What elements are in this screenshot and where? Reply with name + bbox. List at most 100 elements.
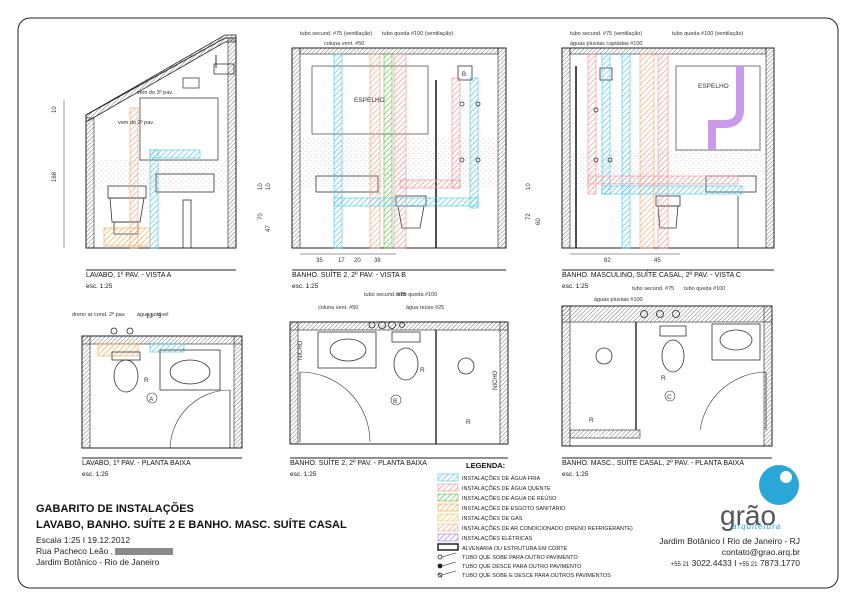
plan-c: tubo secund. #75 tubo queda #100 águas p… [561, 286, 773, 478]
svg-text:INSTALAÇÕES DE ÁGUA QUENTE: INSTALAÇÕES DE ÁGUA QUENTE [462, 485, 551, 492]
drawing-title: GABARITO DE INSTALAÇÕES [36, 503, 194, 515]
brand-tagline: arquitetura [732, 522, 782, 531]
legend-swatch-agua-reuso [437, 493, 459, 502]
scale-view-b: esc. 1:25 [292, 283, 319, 290]
scale-plan-c: esc. 1:25 [562, 471, 589, 478]
scale-view-c: esc. 1:25 [562, 283, 589, 290]
title-plan-c: BANHO. MASC., SUÍTE CASAL, 2º PAV. - PLA… [562, 458, 744, 467]
svg-text:NICHO: NICHO [298, 340, 304, 360]
svg-text:10: 10 [146, 314, 153, 320]
note-a-3pav: vem do 3º pav. [137, 89, 174, 96]
title-plan-b: BANHO. SUÍTE 2, 2º PAV. - PLANTA BAIXA [290, 458, 427, 467]
svg-text:47: 47 [266, 225, 272, 232]
note-b-tubo-queda: tubo queda #100 (ventilação) [382, 31, 453, 37]
sheet-border [17, 17, 839, 589]
svg-text:R: R [589, 417, 594, 424]
svg-text:45: 45 [654, 258, 661, 264]
plan-b: tubo secund. #75 tubo queda #100 coluna … [289, 292, 509, 478]
svg-text:17: 17 [338, 258, 345, 264]
label-espelho-c: ESPELHO [698, 83, 729, 90]
drawing-scale-date: Escala 1:25 I 19.12.2012 [36, 535, 131, 545]
view-c-elevation: ESPELHO tubo secund. #75 (ventilação) tu… [526, 31, 775, 290]
scale-plan-b: esc. 1:25 [290, 471, 317, 478]
note-c-aguas-pluviais: águas pluviais captadas #100 [570, 41, 642, 47]
svg-text:38: 38 [374, 258, 381, 264]
svg-text:tubo queda #100: tubo queda #100 [396, 292, 437, 298]
svg-text:NICHO: NICHO [493, 370, 499, 390]
svg-text:TUBO QUE DESCE PARA OUTRO PAVI: TUBO QUE DESCE PARA OUTRO PAVIMENTO [462, 564, 582, 570]
brand-name: grão [720, 500, 777, 531]
title-block: GABARITO DE INSTALAÇÕES LAVABO, BANHO. S… [36, 503, 396, 568]
legend-swatch-agua-fria [437, 473, 459, 482]
legend-symbol-alvenaria [437, 543, 459, 551]
svg-text:10: 10 [266, 183, 272, 190]
svg-text:B: B [462, 72, 466, 78]
svg-text:tubo queda #100: tubo queda #100 [684, 286, 725, 292]
svg-text:70: 70 [258, 213, 264, 220]
svg-text:ALVENARIA OU ESTRUTURA EM CORT: ALVENARIA OU ESTRUTURA EM CORTE [462, 546, 568, 552]
note-c-tubo-queda: tubo queda #100 (ventilação) [672, 31, 743, 37]
title-view-c: BANHO. MASCULINO, SUÍTE CASAL, 2º PAV. -… [562, 270, 741, 279]
svg-text:C: C [667, 394, 672, 401]
svg-text:INSTALAÇÕES ELÉTRICAS: INSTALAÇÕES ELÉTRICAS [462, 535, 533, 542]
legend-swatch-gas [437, 513, 459, 522]
dim-a-top: 10 [52, 106, 58, 113]
svg-text:R: R [466, 419, 471, 426]
legend-swatch-eletricas [437, 533, 459, 542]
scale-view-a: esc. 1:25 [86, 283, 113, 290]
svg-text:tubo secund. #75: tubo secund. #75 [632, 286, 674, 292]
svg-text:B: B [393, 398, 397, 405]
svg-text:60: 60 [536, 218, 542, 225]
title-view-a: LAVABO, 1º PAV. - VISTA A [86, 272, 172, 279]
svg-text:10: 10 [258, 183, 264, 190]
legend-symbol-desce [437, 561, 457, 569]
svg-text:TUBO QUE SOBE E DESCE PARA OUT: TUBO QUE SOBE E DESCE PARA OUTROS PAVIME… [462, 573, 611, 579]
note-c-tubo-secund: tubo secund. #75 (ventilação) [570, 31, 642, 37]
svg-text:R: R [144, 377, 149, 384]
svg-text:NICHO: NICHO [590, 433, 610, 439]
svg-text:R: R [420, 367, 425, 374]
drawing-subtitle: LAVABO, BANHO. SUÍTE 2 E BANHO. MASC. SU… [36, 519, 347, 531]
plan-a: dreno ar cond. 2º pav. água potável 10 5… [72, 311, 243, 478]
svg-text:5: 5 [158, 314, 162, 320]
svg-text:INSTALAÇÕES DE GÁS: INSTALAÇÕES DE GÁS [462, 515, 523, 522]
svg-text:20: 20 [354, 258, 361, 264]
note-plan-a-agua: água potável [137, 312, 169, 318]
svg-text:82: 82 [604, 258, 611, 264]
legend-symbol-sobe-desce [437, 570, 457, 578]
grao-logo-icon [759, 465, 799, 505]
note-b-tubo-secund: tubo secund. #75 (ventilação) [300, 31, 372, 37]
dim-a-168: 168 [52, 171, 58, 182]
svg-text:águas pluviais #100: águas pluviais #100 [594, 297, 643, 303]
legend-swatch-agua-quente [437, 483, 459, 492]
drawing-address: Rua Pacheco Leão , [36, 546, 396, 556]
svg-text:coluna vent. #50: coluna vent. #50 [318, 305, 358, 311]
note-plan-a-dreno: dreno ar cond. 2º pav. [72, 311, 126, 318]
legend-swatch-ar-condicionado [437, 523, 459, 532]
title-plan-a: LAVABO, 1º PAV. - PLANTA BAIXA [82, 460, 191, 467]
legend-symbol-sobe [437, 552, 457, 560]
svg-text:INSTALAÇÕES DE ÁGUA DE REÚSO: INSTALAÇÕES DE ÁGUA DE REÚSO [462, 495, 557, 502]
note-a-2pav: vem do 2º pav. [118, 119, 155, 126]
label-espelho-b: ESPELHO [354, 97, 385, 104]
svg-text:água reúso #25: água reúso #25 [406, 305, 444, 311]
svg-text:10: 10 [526, 183, 532, 190]
svg-text:A: A [149, 396, 154, 403]
title-view-b: BANHO. SUÍTE 2, 2º PAV. - VISTA B [292, 270, 406, 279]
brand-email[interactable]: contato@grao.arq.br [721, 547, 800, 557]
legend-title: LEGENDA: [466, 461, 505, 470]
svg-text:INSTALAÇÕES DE ESGOTO SANITÁRI: INSTALAÇÕES DE ESGOTO SANITÁRIO [462, 505, 566, 512]
view-a-elevation: 10 168 vem do 3º pav. vem do 2º pav. LAV… [52, 34, 237, 290]
svg-text:INSTALAÇÕES DE ÁGUA FRIA: INSTALAÇÕES DE ÁGUA FRIA [462, 475, 540, 482]
svg-text:TUBO QUE SOBE PARA OUTRO PAVIM: TUBO QUE SOBE PARA OUTRO PAVIMENTO [462, 555, 578, 561]
brand-phones: +55 21 3022.4433 I +55 21 7873.1770 [670, 558, 800, 568]
note-b-coluna: coluna vent. #50 [324, 41, 364, 47]
redacted-number [115, 548, 174, 556]
scale-plan-a: esc. 1:25 [82, 471, 109, 478]
svg-text:tubo secund. #75: tubo secund. #75 [364, 292, 406, 298]
svg-text:72: 72 [526, 213, 532, 220]
brand-address: Jardim Botânico I Rio de Janeiro - RJ [659, 536, 800, 546]
svg-text:35: 35 [316, 258, 323, 264]
